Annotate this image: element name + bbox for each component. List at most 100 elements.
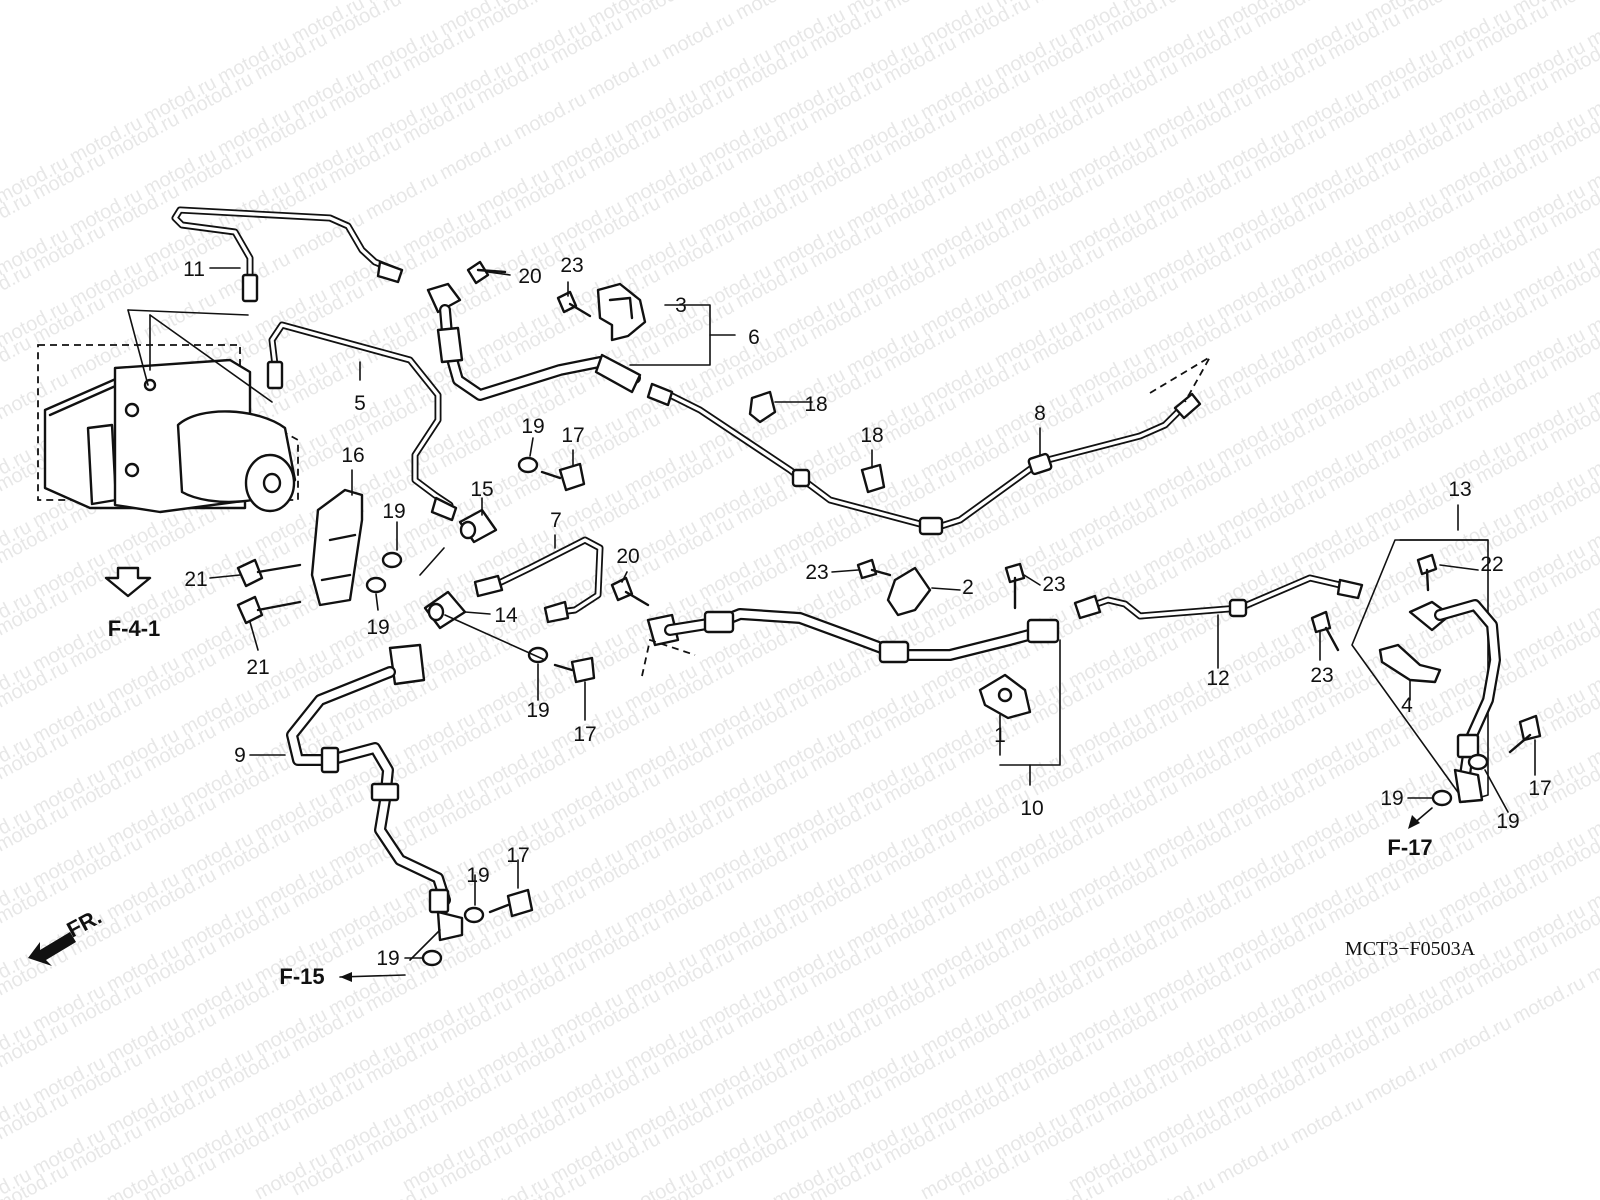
callout-6: 6 bbox=[748, 326, 760, 349]
bracket-3[interactable] bbox=[596, 282, 647, 342]
callout-14: 14 bbox=[494, 604, 518, 627]
watermark-text: motod.ru bbox=[1139, 1172, 1219, 1200]
callout-8: 8 bbox=[1034, 402, 1046, 425]
bracket-2[interactable] bbox=[886, 566, 932, 617]
watermark-text: motod.ru bbox=[732, 0, 812, 24]
front-direction-arrow bbox=[28, 932, 76, 966]
callout-1: 1 bbox=[994, 724, 1006, 747]
brake-hose-6[interactable] bbox=[426, 282, 642, 401]
callout-21-lower: 21 bbox=[246, 656, 269, 679]
callout-19-left: 19 bbox=[366, 616, 389, 639]
callout-17-bottom: 17 bbox=[506, 844, 529, 867]
callout-19-bottom-b: 19 bbox=[376, 947, 399, 970]
reference-f-4-1: F-4-1 bbox=[108, 616, 161, 641]
brake-hose-13[interactable] bbox=[1408, 599, 1501, 804]
joint-15[interactable] bbox=[458, 508, 498, 544]
watermark-text: motod.ru bbox=[880, 0, 960, 16]
arrow-to-f-17 bbox=[1408, 807, 1433, 829]
callout-12: 12 bbox=[1206, 667, 1229, 690]
callout-20-center: 20 bbox=[616, 545, 639, 568]
bolt-23-center-right[interactable] bbox=[1004, 562, 1026, 610]
callout-23-right: 23 bbox=[1310, 664, 1333, 687]
bolt-21-upper[interactable] bbox=[236, 558, 302, 588]
bolt-23-upper[interactable] bbox=[556, 290, 592, 318]
callout-3: 3 bbox=[675, 294, 687, 317]
watermark-text: motod.ru bbox=[658, 8, 738, 64]
washer-19-bottom-a[interactable] bbox=[463, 906, 485, 924]
callout-19-right-b: 19 bbox=[1496, 810, 1519, 833]
washer-19-right-b[interactable] bbox=[1431, 789, 1453, 807]
watermark-text: motod.ru bbox=[436, 128, 516, 184]
callout-23-upper: 23 bbox=[560, 254, 583, 277]
brake-hose-9[interactable] bbox=[286, 643, 464, 942]
callout-17-upper: 17 bbox=[561, 424, 584, 447]
brake-pipe-12[interactable] bbox=[1073, 574, 1364, 620]
watermark-text: motod.ru bbox=[1435, 1012, 1515, 1068]
callout-4: 4 bbox=[1401, 694, 1413, 717]
bolt-17-center[interactable] bbox=[553, 656, 596, 684]
bolt-20-upper[interactable] bbox=[466, 260, 507, 285]
bolt-17-bottom[interactable] bbox=[488, 888, 534, 918]
washer-19-bottom-b[interactable] bbox=[421, 949, 443, 967]
watermark-text: motod.ru bbox=[1583, 932, 1600, 988]
watermark-text: motod.ru bbox=[1546, 0, 1600, 16]
watermark-text: motod.ru bbox=[1028, 0, 1108, 8]
watermark-text: motod.ru bbox=[1398, 0, 1478, 24]
watermark-text: motod.ru bbox=[1509, 972, 1589, 1028]
leader-lines bbox=[209, 267, 1536, 961]
bolt-22[interactable] bbox=[1416, 553, 1438, 592]
hose-6-end-fitting bbox=[426, 282, 462, 314]
callout-17-center: 17 bbox=[573, 723, 596, 746]
reference-f-17: F-17 bbox=[1387, 835, 1432, 860]
callout-11: 11 bbox=[183, 258, 205, 281]
watermark-text: motod.ru bbox=[510, 88, 590, 144]
callout-18-lower: 18 bbox=[860, 424, 883, 447]
bolt-17-right[interactable] bbox=[1508, 714, 1542, 754]
callout-16: 16 bbox=[341, 444, 364, 467]
watermark-text: motod.ru bbox=[1361, 1052, 1441, 1108]
brake-pipe-7[interactable] bbox=[473, 536, 604, 624]
bolt-20-center[interactable] bbox=[610, 576, 650, 607]
callout-19-center: 19 bbox=[526, 699, 549, 722]
callout-22: 22 bbox=[1480, 553, 1503, 576]
bolt-23-right[interactable] bbox=[1310, 610, 1340, 652]
callout-21-upper: 21 bbox=[184, 568, 207, 591]
brake-pipe-5[interactable] bbox=[266, 321, 458, 522]
arrow-to-f-15 bbox=[339, 972, 406, 982]
brake-pipe-8[interactable] bbox=[646, 354, 1213, 536]
bolt-21-lower[interactable] bbox=[236, 595, 302, 625]
watermark-text: motod.ru bbox=[362, 168, 442, 224]
bracket-4[interactable] bbox=[1378, 643, 1442, 684]
abs-dashed-outline bbox=[37, 344, 299, 501]
brake-hose-10[interactable] bbox=[641, 608, 1060, 677]
washer-19-right-a[interactable] bbox=[1467, 753, 1489, 771]
callout-10: 10 bbox=[1020, 797, 1043, 820]
callout-23-center-right: 23 bbox=[1042, 573, 1065, 596]
bolt-23-center-left[interactable] bbox=[856, 558, 892, 580]
brake-pipe-11[interactable] bbox=[171, 206, 404, 303]
joint-14[interactable] bbox=[423, 590, 467, 630]
arrow-to-f-4-1 bbox=[104, 566, 152, 598]
bracket-16[interactable] bbox=[310, 488, 364, 607]
callout-23-center-left: 23 bbox=[805, 561, 828, 584]
bracket-1[interactable] bbox=[978, 673, 1032, 720]
callouts: 1 2 3 4 5 6 7 8 9 10 11 12 13 14 15 16 1… bbox=[183, 254, 1552, 970]
washer-19-left[interactable] bbox=[365, 576, 387, 594]
callout-20-upper: 20 bbox=[518, 265, 541, 288]
callout-18-upper: 18 bbox=[804, 393, 827, 416]
watermark-text: motod.ru bbox=[1213, 1132, 1293, 1188]
callout-19-mid: 19 bbox=[382, 500, 405, 523]
callout-17-right: 17 bbox=[1528, 777, 1551, 800]
callout-19-right-a: 19 bbox=[1380, 787, 1403, 810]
callout-5: 5 bbox=[354, 392, 366, 415]
watermark-text: motod.ru bbox=[621, 0, 701, 28]
washer-19-mid[interactable] bbox=[381, 551, 403, 569]
callout-9: 9 bbox=[234, 744, 246, 767]
watermark-text: motod.ru bbox=[1287, 1092, 1367, 1148]
washer-19-upper[interactable] bbox=[517, 456, 539, 474]
callout-19-bottom-a: 19 bbox=[466, 864, 489, 887]
clamp-18-upper[interactable] bbox=[748, 390, 777, 424]
clamp-18-lower[interactable] bbox=[860, 463, 886, 494]
